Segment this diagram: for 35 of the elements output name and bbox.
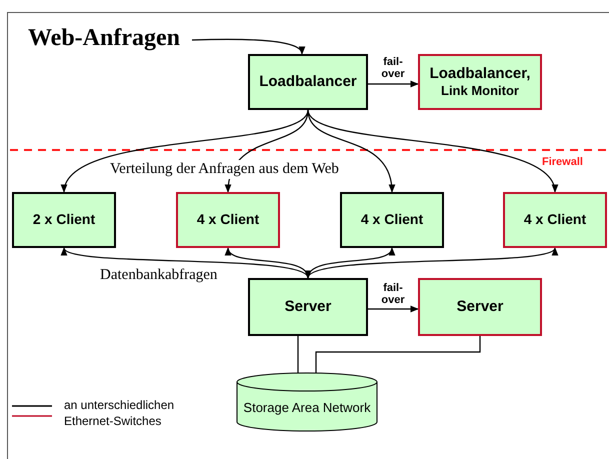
annotation-text: Verteilung der Anfragen aus dem Web: [110, 160, 339, 179]
arrow: [368, 80, 419, 88]
annotation-text: Datenbankabfragen: [100, 266, 218, 285]
arrow: [368, 306, 419, 312]
legend-text: Ethernet-Switches: [64, 415, 162, 427]
node-label: Loadbalancer: [259, 72, 357, 92]
node-label: 4 x Client: [523, 211, 587, 229]
node-label: Server: [456, 298, 504, 316]
node-label: 4 x Client: [196, 211, 260, 229]
arrow: [192, 38, 303, 55]
client-box: [340, 192, 444, 248]
edge-label: fail- over: [381, 56, 405, 80]
arrow: [63, 110, 309, 193]
node-label: Loadbalancer,: [430, 64, 530, 84]
node-label: 4 x Client: [360, 211, 424, 229]
client-box: [503, 192, 607, 248]
node-label: 2 x Client: [32, 211, 96, 229]
client-box: [12, 192, 116, 248]
storage-cylinder: [236, 372, 378, 432]
firewall-label: Firewall: [542, 155, 583, 170]
arrow: [307, 110, 556, 193]
arrow: [63, 247, 309, 279]
arrow: [307, 247, 556, 279]
server-box: [248, 54, 368, 110]
server-box: [248, 278, 368, 336]
client-box: [176, 192, 280, 248]
node-label: Link Monitor: [441, 83, 519, 100]
edge-label: fail- over: [381, 282, 405, 306]
arrow: [307, 110, 394, 193]
legend-text: an unterschiedlichen: [64, 399, 174, 411]
server-box: [418, 54, 542, 110]
storage-label: Storage Area Network: [243, 399, 371, 418]
heading-text: Web-Anfragen: [28, 26, 188, 56]
server-box: [418, 278, 542, 336]
node-label: Server: [284, 298, 332, 316]
